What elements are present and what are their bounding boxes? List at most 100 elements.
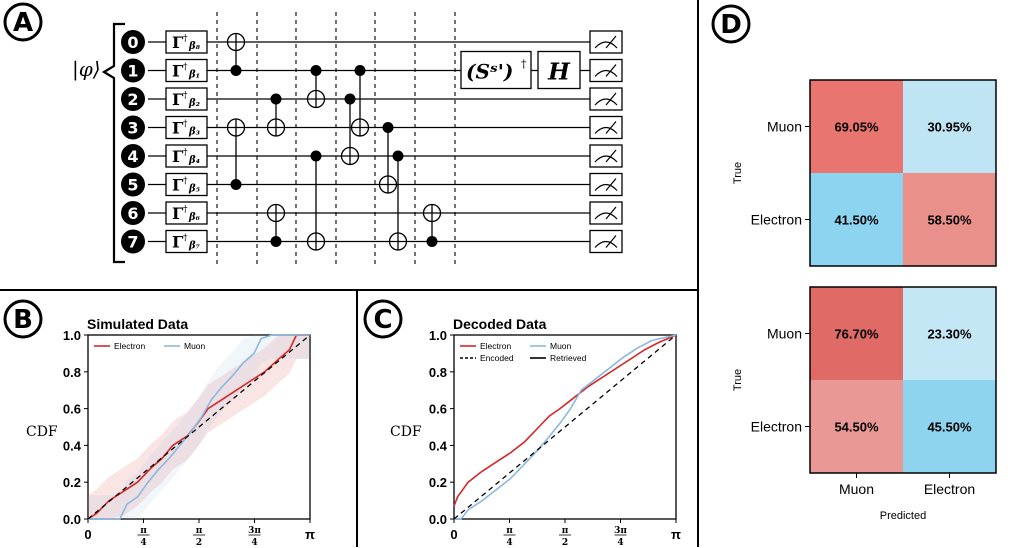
gamma-gate [165, 30, 208, 54]
cnot-gate [306, 150, 326, 251]
gate-beta-label: β₈ [188, 41, 201, 52]
measurement-icon [589, 115, 623, 140]
s-dagger-gate [460, 50, 532, 90]
measurement-arc [594, 212, 618, 220]
divider-vertical-middle [356, 290, 358, 547]
chart-title: Decoded Data [453, 316, 547, 332]
y-tick-label: 1.0 [63, 328, 81, 343]
y-axis-label: True [732, 369, 744, 391]
cnot-gate [266, 93, 286, 137]
state-label: |φ⟩ [72, 57, 101, 82]
matrix-cell [810, 380, 903, 473]
measurement-arc [594, 126, 618, 134]
x-tick-label: π [506, 526, 513, 536]
chart-simulated-data: B Simulated Data CDF 0.00.20.40.60.81.00… [3, 299, 315, 548]
qubit-index-label: 6 [127, 204, 138, 223]
matrix-frame [809, 286, 997, 474]
series-line-encoded [453, 334, 677, 520]
row-label: Muon [767, 119, 802, 135]
gamma-gate [165, 229, 208, 254]
divider-horizontal [0, 289, 698, 291]
gate-dagger-label: † [183, 148, 188, 158]
x-tick-label: π [305, 527, 315, 542]
x-tick-label: π [196, 526, 203, 536]
h-gate-label: H [547, 59, 571, 86]
legend-label: Electron [114, 341, 145, 351]
matrix-cell [810, 80, 903, 173]
matrix-cell [903, 380, 996, 473]
control-dot [230, 179, 242, 190]
panel-label-d: D [711, 4, 751, 44]
y-tick-label: 0.6 [63, 402, 81, 417]
matrix-cell-value: 30.95% [927, 120, 972, 135]
y-tick-label: 0.4 [429, 438, 448, 453]
measurement-icon [589, 144, 623, 168]
qubit-index-label: 1 [127, 62, 138, 81]
quantum-circuit-diagram: A |φ⟩ 01234567Γ†β₈Γ†β₁Γ†β₂Γ†β₃Γ†β₄Γ†β₅Γ†… [3, 2, 623, 268]
x-axis-label: Predicted [880, 510, 926, 522]
gate-beta-label: β₁ [188, 70, 200, 81]
legend-label: Retrieved [550, 353, 587, 363]
gamma-gate [165, 115, 208, 140]
measurement-arc [594, 155, 618, 163]
chart-title: Simulated Data [87, 316, 188, 332]
series-line-electron [453, 334, 677, 507]
matrix-cell [903, 287, 996, 380]
gate-beta-label: β₂ [188, 98, 201, 109]
measurement-needle [605, 235, 617, 248]
gamma-gate [165, 87, 208, 111]
matrix-cell-value: 41.50% [834, 213, 879, 228]
gate-dagger-label: † [183, 205, 188, 215]
gamma-gate [165, 144, 208, 168]
cnot-gate [306, 65, 326, 109]
gate-gamma-label: Γ [172, 119, 184, 138]
measurement-arc [594, 183, 618, 191]
measurement-needle [605, 35, 617, 49]
control-dot [354, 65, 366, 76]
y-tick-label: 0.2 [63, 475, 81, 490]
gate-beta-label: β₅ [188, 184, 201, 195]
x-tick-label: 0 [450, 527, 457, 542]
cnot-gate [340, 93, 360, 166]
gate-gamma-label: Γ [172, 90, 184, 109]
gate-gamma-label: Γ [172, 233, 184, 252]
control-dot [382, 122, 394, 133]
measurement-needle [605, 64, 617, 77]
row-label: Muon [767, 326, 802, 342]
y-tick-label: 0.2 [429, 475, 447, 490]
gate-gamma-label: Γ [172, 62, 184, 81]
y-tick-label: 0.0 [429, 512, 447, 527]
x-tick-label: 2 [562, 538, 568, 548]
qubit-index-label: 2 [127, 90, 138, 109]
qubit-index-label: 0 [127, 33, 138, 52]
gate-gamma-label: Γ [172, 176, 184, 195]
matrix-cell [903, 173, 996, 266]
legend-label: Muon [550, 341, 572, 351]
gate-gamma-label: Γ [172, 147, 184, 166]
panel-a-letter: A [13, 8, 33, 38]
cnot-gate [266, 203, 286, 247]
qubit-index-badge [121, 144, 145, 168]
qubit-index-label: 3 [127, 119, 138, 138]
reference-line [87, 334, 311, 520]
gate-dagger-label: † [183, 234, 188, 244]
gamma-gate [165, 172, 208, 197]
gate-dagger-label: † [183, 63, 188, 73]
gate-beta-label: β₄ [188, 155, 200, 166]
panel-d-letter: D [720, 10, 742, 40]
x-tick-label: 4 [506, 538, 512, 548]
y-tick-label: 0.0 [63, 512, 81, 527]
gamma-gate [165, 201, 208, 225]
x-tick-label: 0 [84, 527, 91, 542]
h-gate [537, 50, 581, 90]
y-tick-label: 0.4 [63, 438, 82, 453]
measurement-needle [605, 121, 617, 134]
legend-label: Encoded [480, 353, 514, 363]
cnot-gate [422, 203, 442, 247]
measurement-icon [589, 87, 623, 111]
matrix-cell-value: 23.30% [927, 327, 972, 342]
gate-dagger-label: † [183, 91, 188, 101]
divider-vertical-right [697, 0, 699, 547]
qubit-index-label: 4 [127, 147, 138, 166]
control-dot [270, 236, 282, 247]
